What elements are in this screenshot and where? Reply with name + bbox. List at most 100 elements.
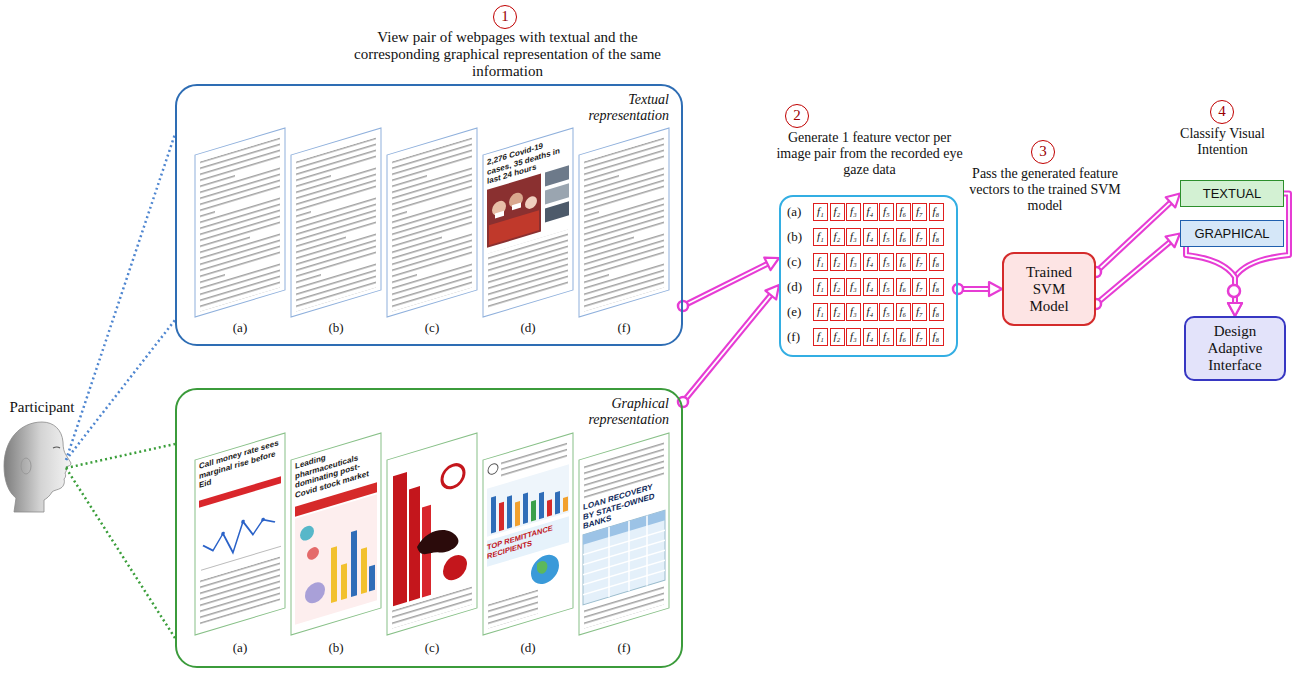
graphical-webpages	[537, 559, 547, 575]
textual-webpages	[483, 128, 573, 317]
graphical-webpages	[531, 500, 536, 521]
merge-marker	[1228, 285, 1240, 297]
graphical-webpages	[547, 499, 552, 517]
feature-cell: f₈	[929, 253, 944, 271]
node-text: Design Adaptive Interface	[1196, 323, 1274, 374]
node-text: Graphical representation	[569, 396, 669, 428]
feature-cell: f₈	[929, 278, 944, 296]
textual-webpages	[489, 210, 539, 245]
graphical-webpages	[583, 540, 665, 565]
page-headline: TOP REMITTANCE RECIPIENTS	[487, 518, 569, 561]
connector	[66, 444, 175, 638]
connector-part	[953, 284, 963, 294]
feature-cell: f₁	[813, 203, 828, 221]
class-box: GRAPHICAL	[1180, 220, 1284, 247]
feature-cell: f₈	[929, 203, 944, 221]
textual-webpages	[545, 183, 569, 204]
connector-part	[683, 293, 773, 402]
page-label: (f)	[609, 640, 639, 656]
feature-cell: f₁	[813, 303, 828, 321]
class-box: TEXTUAL	[1180, 180, 1284, 207]
textual-webpages	[488, 230, 568, 310]
feature-cell: f₂	[830, 253, 845, 271]
textual-webpages	[195, 128, 669, 317]
connector-part	[683, 262, 770, 306]
graphical-webpages	[203, 512, 275, 562]
feature-cell: f₇	[912, 253, 927, 271]
feature-cell: f₂	[830, 328, 845, 346]
graphical-webpages	[579, 433, 669, 635]
graphical-webpages	[195, 433, 285, 635]
connector-part	[66, 444, 175, 638]
textual-panel: Textual representation	[175, 84, 683, 346]
page-label: (a)	[225, 320, 255, 336]
connector	[678, 285, 779, 407]
node-text: (a)	[787, 203, 801, 221]
graphical-webpages	[361, 547, 367, 594]
node-text: GRAPHICAL	[1194, 226, 1269, 242]
graphical-webpages	[291, 433, 381, 635]
participant-head	[21, 458, 31, 474]
feature-cell: f₆	[896, 228, 911, 246]
node-text: TEXTUAL	[1203, 186, 1262, 202]
feature-cell: f₈	[929, 328, 944, 346]
node-text: Textual representation	[569, 92, 669, 124]
page-label: (c)	[417, 320, 447, 336]
page-label: (b)	[321, 320, 351, 336]
connector	[1186, 247, 1242, 316]
graphical-webpages	[295, 494, 377, 625]
graphical-webpages	[488, 590, 538, 629]
participant-head	[53, 447, 60, 448]
connector-part	[764, 258, 779, 271]
graphical-webpages	[539, 492, 544, 520]
page-headline: 2,276 Covid-19 cases, 35 deaths in last …	[487, 133, 569, 186]
textual-webpages	[387, 128, 477, 317]
graphical-webpages	[515, 501, 520, 527]
feature-cell: f₂	[830, 303, 845, 321]
feature-cell: f₁	[813, 278, 828, 296]
feature-cell: f₈	[929, 228, 944, 246]
textual-webpages	[495, 211, 504, 219]
feature-cell: f₆	[896, 253, 911, 271]
graphical-webpages	[483, 433, 573, 635]
connector-part	[1235, 194, 1289, 307]
feature-cell: f₄	[863, 278, 878, 296]
page-label: (d)	[513, 640, 543, 656]
participant-figure: Participant	[2, 398, 82, 512]
feature-cell: f₁	[813, 328, 828, 346]
graphical-webpages	[387, 433, 477, 635]
page-headline: LOAN RECOVERY BY STATE-OWNED BANKS	[583, 478, 665, 531]
textual-webpages	[195, 128, 285, 317]
graphical-webpages	[583, 550, 665, 575]
graphical-webpages	[579, 433, 669, 635]
feature-cell: f₆	[896, 303, 911, 321]
graphical-webpages	[608, 527, 610, 597]
node-text: (c)	[787, 253, 801, 271]
feature-cell: f₅	[879, 328, 894, 346]
feature-cell: f₄	[863, 328, 878, 346]
feature-cell: f₅	[879, 303, 894, 321]
graphical-webpages	[483, 433, 573, 635]
page-headline: Leading pharmaceuticals dominating post-…	[295, 437, 377, 500]
graphical-webpages	[409, 486, 420, 601]
svm-model-box: Trained SVM Model	[1002, 252, 1096, 326]
graphical-webpages	[341, 563, 347, 600]
graphical-panel: Graphical representation	[175, 388, 683, 668]
graphical-webpages	[300, 524, 314, 542]
page-label: (f)	[609, 320, 639, 336]
textual-webpages	[483, 128, 573, 317]
connector-part	[1186, 247, 1235, 306]
feature-cell: f₁	[813, 253, 828, 271]
graphical-webpages	[307, 546, 319, 562]
feature-cell: f₃	[846, 203, 861, 221]
graphical-webpages	[369, 565, 375, 592]
connector	[953, 282, 1002, 296]
page-label: (c)	[417, 640, 447, 656]
node-text: (b)	[787, 228, 802, 246]
node-text: Participant	[2, 398, 82, 416]
feature-cell: f₃	[846, 303, 861, 321]
step-number: 2	[785, 104, 809, 128]
feature-cell: f₅	[879, 278, 894, 296]
feature-cell: f₅	[879, 203, 894, 221]
feature-cell: f₃	[846, 228, 861, 246]
